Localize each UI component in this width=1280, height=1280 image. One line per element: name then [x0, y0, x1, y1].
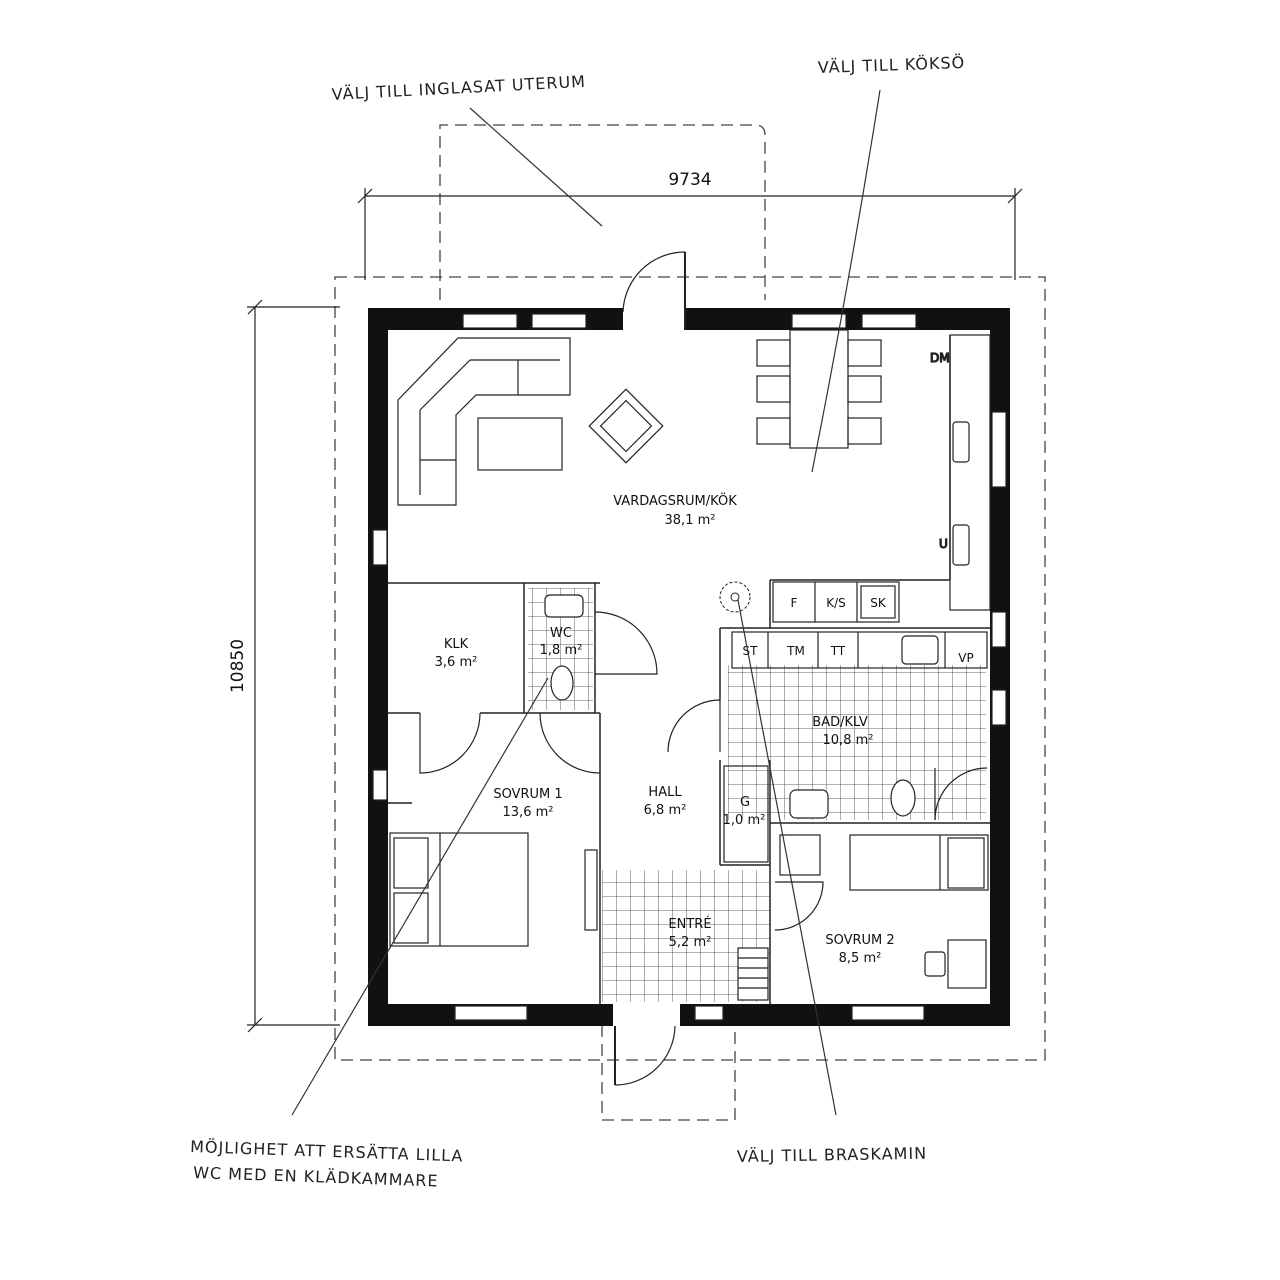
- bathroom-fixtures: [544, 594, 916, 819]
- height-label: 10850: [228, 639, 248, 693]
- note-wc-line1: MÖJLIGHET ATT ERSÄTTA LILLA: [190, 1137, 464, 1166]
- room-name-klk: KLK: [444, 637, 469, 652]
- windows: [372, 313, 1007, 1021]
- note-wc-line2: WC MED EN KLÄDKAMMARE: [193, 1163, 439, 1191]
- bathroom-tile-floor: [728, 665, 986, 820]
- room-name-bad: BAD/KLV: [812, 715, 868, 730]
- front-door: [614, 1025, 676, 1086]
- room-area-klk: 3,6 m²: [435, 655, 478, 670]
- room-name-hall: HALL: [648, 785, 682, 800]
- room-name-bed1: SOVRUM 1: [493, 787, 562, 802]
- washer-label: TM: [786, 644, 805, 658]
- armchair: [588, 388, 664, 464]
- corner-sofa: [397, 337, 571, 506]
- double-bed: [389, 832, 529, 947]
- st-label: ST: [743, 644, 759, 658]
- dishwasher-label: DM: [930, 351, 950, 365]
- room-area-entre: 5,2 m²: [669, 935, 712, 950]
- room-name-g: G: [740, 795, 750, 810]
- height-dimension: 10850: [228, 299, 340, 1033]
- room-area-bed1: 13,6 m²: [503, 805, 554, 820]
- desk: [924, 939, 987, 989]
- room-area-g: 1,0 m²: [723, 813, 766, 828]
- dining-set: [756, 329, 882, 449]
- room-labels: VARDAGSRUM/KÖK 38,1 m² KLK 3,6 m² WC 1,8…: [435, 492, 895, 966]
- note-sunroom: VÄLJ TILL INGLASAT UTERUM: [331, 72, 586, 104]
- porch-outline: [601, 1025, 736, 1121]
- room-area-bed2: 8,5 m²: [839, 951, 882, 966]
- entry-steps: [737, 947, 769, 1001]
- width-dimension: 9734: [357, 170, 1023, 280]
- room-name-wc: WC: [550, 626, 572, 641]
- fridge-freezer-label: K/S: [826, 596, 846, 610]
- appliance-row: F K/S SK: [772, 581, 900, 623]
- patio-door: [622, 251, 686, 330]
- cabinet-label: SK: [870, 596, 887, 610]
- room-name-entre: ENTRÉ: [668, 916, 711, 932]
- laundry-row: ST TM TT VP: [731, 631, 988, 669]
- svg-text:U: U: [939, 537, 948, 551]
- sunroom-outline: [439, 124, 766, 300]
- kitchen-counter: DM U: [929, 334, 991, 611]
- coffee-table: [477, 417, 563, 471]
- room-name-bed2: SOVRUM 2: [825, 933, 894, 948]
- note-kitchen-island: VÄLJ TILL KÖKSÖ: [817, 53, 965, 77]
- heat-pump-label: VP: [958, 651, 973, 665]
- plot-boundary: [334, 276, 1046, 1061]
- room-name-living: VARDAGSRUM/KÖK: [613, 492, 737, 509]
- room-area-bad: 10,8 m²: [823, 733, 874, 748]
- closet-g: [723, 765, 769, 863]
- bed2-wardrobe: [779, 834, 821, 876]
- room-area-hall: 6,8 m²: [644, 803, 687, 818]
- dryer-label: TT: [830, 644, 846, 658]
- single-bed: [849, 834, 989, 891]
- fridge-label: F: [791, 596, 798, 610]
- annotation-leaders: [291, 89, 881, 1116]
- note-fireplace: VÄLJ TILL BRASKAMIN: [737, 1144, 927, 1166]
- wardrobe: [584, 849, 598, 931]
- fireplace-icon: [719, 581, 751, 613]
- room-area-living: 38,1 m²: [665, 513, 716, 528]
- room-area-wc: 1,8 m²: [540, 643, 583, 658]
- width-label: 9734: [668, 170, 711, 190]
